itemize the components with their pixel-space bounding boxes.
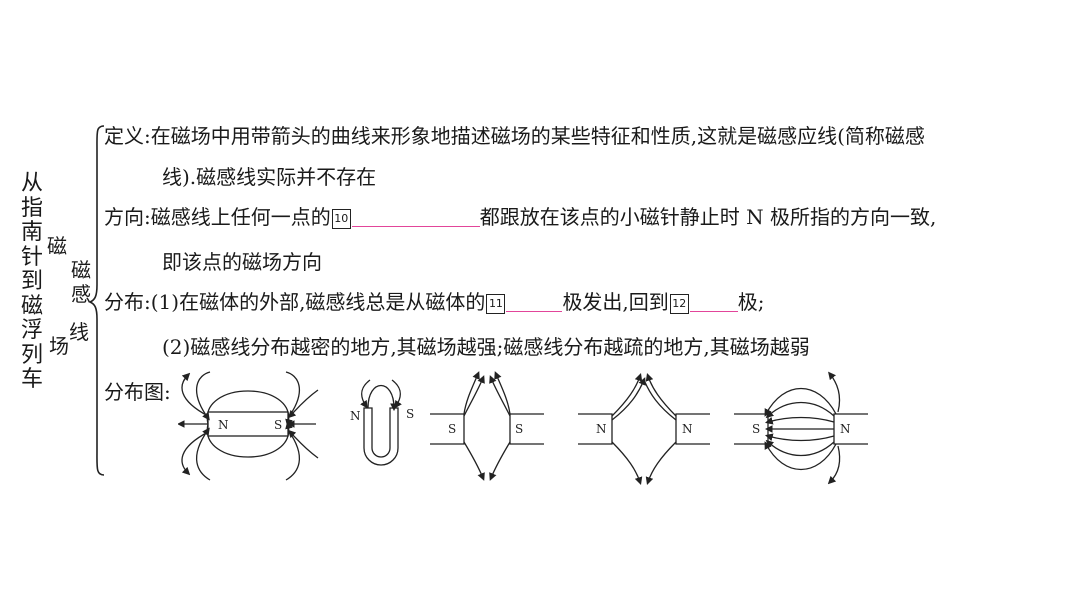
u-magnet-n-label: N xyxy=(350,409,361,423)
bar-magnet xyxy=(207,411,289,437)
title-char: 车 xyxy=(20,367,43,392)
topic-title-vertical: 从 指 南 针 到 磁 浮 列 车 xyxy=(18,171,46,393)
title-char: 南 xyxy=(20,220,43,245)
definition-text: 在磁场中用带箭头的曲线来形象地描述磁场的某些特征和性质,这就是磁感应线(简称磁感 xyxy=(150,124,925,148)
curly-brace xyxy=(88,125,105,476)
direction-text: 磁感线上任何一点的 xyxy=(150,205,331,229)
distribution-line-2: (2)磁感线分布越密的地方,其磁场越强;磁感线分布越疏的地方,其磁场越弱 xyxy=(162,335,810,359)
definition-label: 定义: xyxy=(104,124,151,148)
blank-number-11: 11 xyxy=(486,294,506,314)
n-n-left-label: N xyxy=(596,422,607,436)
title-char: 从 xyxy=(20,171,43,196)
diagram-label: 分布图: xyxy=(104,380,171,404)
answer-blank-11[interactable] xyxy=(506,293,563,312)
distribution-item-1: (1)在磁体的外部,磁感线总是从磁体的 xyxy=(150,290,486,314)
answer-blank-10[interactable] xyxy=(351,208,480,227)
u-magnet-diagram xyxy=(360,379,402,466)
subtopic-magnetic-field-2: 场 xyxy=(48,336,70,356)
bar-magnet-diagram xyxy=(178,371,319,481)
title-char: 列 xyxy=(20,342,43,368)
subtopic-char: 磁 xyxy=(71,258,91,282)
subtopic-char: 磁 xyxy=(47,234,67,258)
blank-number-12: 12 xyxy=(669,294,689,314)
s-s-left-label: S xyxy=(448,422,456,436)
field-line-diagrams: N S N S S S xyxy=(178,371,868,485)
direction-line-2: 即该点的磁场方向 xyxy=(162,250,322,274)
distribution-label: 分布: xyxy=(104,290,151,314)
definition-text-2: 线).磁感线实际并不存在 xyxy=(162,165,377,189)
definition-line-1: 定义:在磁场中用带箭头的曲线来形象地描述磁场的某些特征和性质,这就是磁感应线(简… xyxy=(104,124,925,148)
s-n-left-label: S xyxy=(752,422,760,436)
blank-number-10: 10 xyxy=(331,209,351,229)
s-n-right-label: N xyxy=(840,422,851,436)
title-char: 浮 xyxy=(20,318,43,343)
n-n-right-label: N xyxy=(682,422,693,436)
subtopic-char: 场 xyxy=(49,334,69,358)
title-char: 针 xyxy=(20,244,43,270)
distribution-item-2: (2)磁感线分布越密的地方,其磁场越强;磁感线分布越疏的地方,其磁场越弱 xyxy=(162,335,810,359)
title-char: 指 xyxy=(20,195,43,221)
distribution-item-1-after: 极; xyxy=(737,290,765,314)
bar-magnet-s-label: S xyxy=(274,418,282,432)
direction-text-2: 即该点的磁场方向 xyxy=(162,250,322,274)
subtopic-field-lines: 磁 感 xyxy=(70,258,92,306)
bar-magnet-n-label: N xyxy=(218,418,229,432)
direction-text-after: 都跟放在该点的小磁针静止时 N 极所指的方向一致, xyxy=(479,205,937,229)
n-n-repel-diagram xyxy=(578,373,710,485)
direction-label: 方向: xyxy=(104,205,151,229)
title-char: 到 xyxy=(20,269,43,294)
subtopic-magnetic-field: 磁 xyxy=(46,236,68,256)
definition-line-2: 线).磁感线实际并不存在 xyxy=(162,165,376,189)
title-char: 磁 xyxy=(20,293,43,319)
diagram-label-line: 分布图: xyxy=(104,380,171,404)
s-n-attract-diagram xyxy=(734,371,868,485)
u-magnet-s-label: S xyxy=(406,407,414,421)
answer-blank-12[interactable] xyxy=(689,293,738,312)
s-s-repel-diagram xyxy=(430,371,544,481)
subtopic-field-lines-2: 线 xyxy=(68,322,90,342)
u-magnet xyxy=(363,407,399,466)
distribution-item-1-middle: 极发出,回到 xyxy=(562,290,669,314)
s-s-right-label: S xyxy=(515,422,523,436)
subtopic-char: 线 xyxy=(69,320,89,344)
subtopic-char: 感 xyxy=(71,282,91,306)
